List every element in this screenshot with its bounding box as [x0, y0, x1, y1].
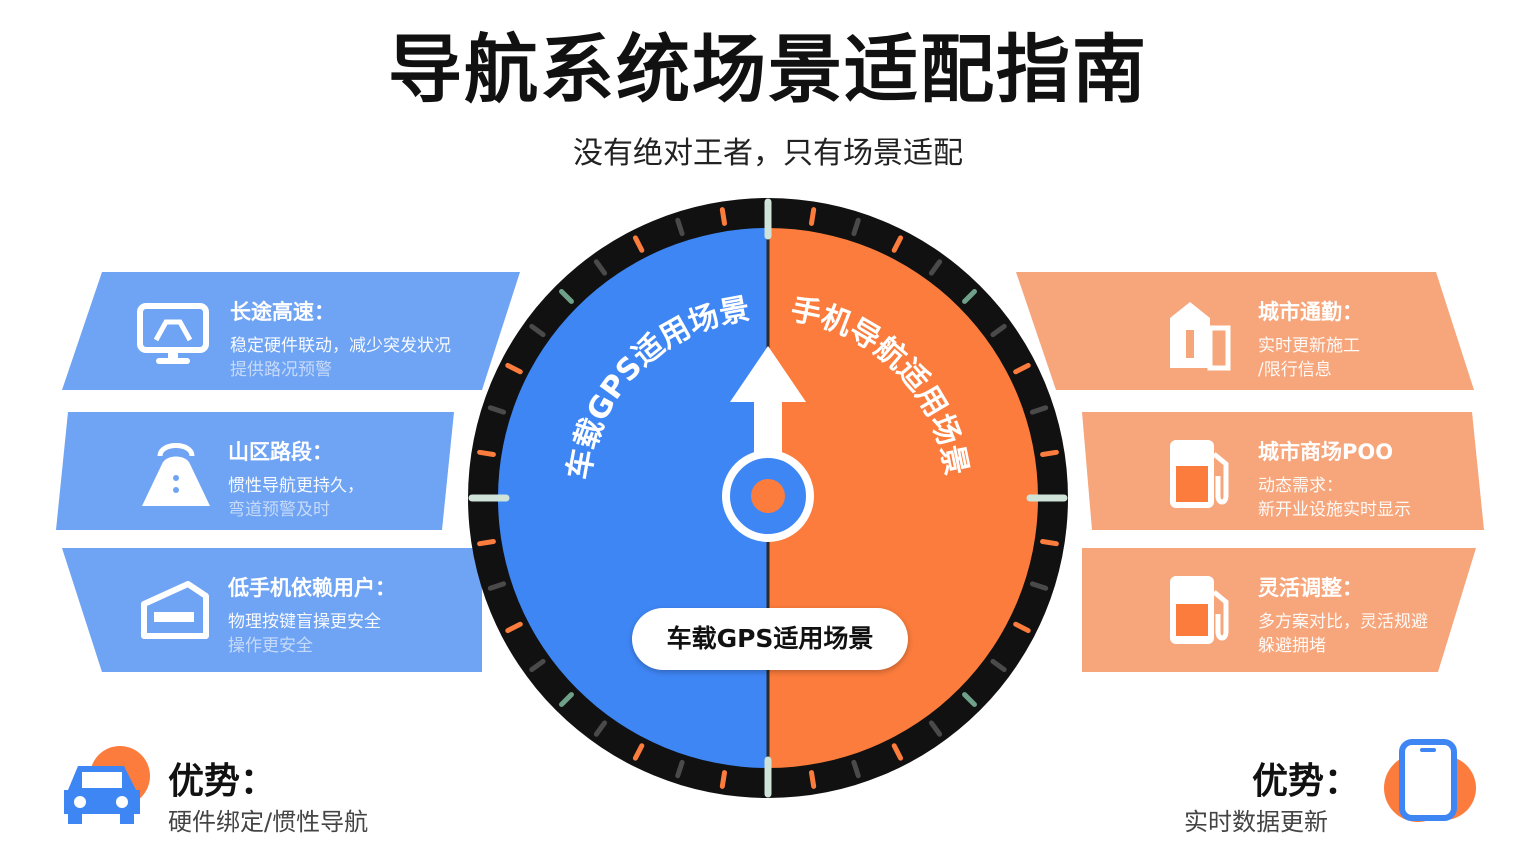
dial-hub-center: [751, 479, 785, 513]
dial-tick: [1029, 581, 1049, 591]
card-title: 山区路段：: [228, 440, 333, 464]
dial-tick: [808, 207, 817, 226]
card-title: 城市商场POO: [1258, 440, 1394, 464]
device-icon: [141, 581, 209, 639]
dial-tick: [529, 658, 546, 673]
card-mountain: 山区路段： 惯性导航更持久， 弯道预警及时: [56, 412, 454, 530]
dial-tick: [675, 217, 685, 237]
dial-tick: [1013, 362, 1031, 375]
card-title: 低手机依赖用户：: [228, 576, 396, 600]
dial-tick: [891, 743, 904, 761]
dial-tick: [593, 259, 608, 276]
fuel-pump-icon: [1170, 440, 1229, 508]
card-background: [62, 548, 482, 672]
card-line: 物理按键盲操更安全: [228, 612, 381, 632]
page-title: 导航系统场景适配指南: [388, 27, 1148, 113]
card-line: /限行信息: [1258, 360, 1332, 380]
dial-tick: [529, 323, 546, 338]
dial-tick: [593, 720, 608, 737]
dial-ticks: [468, 198, 1068, 798]
mountain-icon: [142, 443, 210, 506]
monitor-icon: [137, 303, 209, 364]
dial-tick: [851, 759, 861, 779]
card-line: 实时更新施工: [1258, 336, 1360, 356]
dial-tick: [891, 235, 904, 253]
dial-tick: [1029, 405, 1049, 415]
dial-tick: [559, 692, 574, 707]
advantage-right-heading: 优势：: [1252, 761, 1361, 802]
dial-tick: [559, 289, 574, 304]
card-title: 长途高速：: [230, 300, 335, 324]
dial-tick: [990, 658, 1007, 673]
dial-tick: [962, 692, 977, 707]
card-low-phone: 低手机依赖用户： 物理按键盲操更安全 操作更安全: [62, 548, 482, 672]
card-line: 稳定硬件联动，减少突发状况: [230, 336, 451, 356]
card-line: 动态需求：: [1258, 476, 1343, 496]
dial-tick: [719, 770, 728, 789]
card-flexible: 灵活调整： 多方案对比，灵活规避 躲避拥堵: [1082, 548, 1476, 672]
card-line: 新开业设施实时显示: [1258, 500, 1411, 520]
scenario-dial: 车载GPS适用场景 手机导航适用场景: [468, 198, 1068, 798]
card-line: 操作更安全: [228, 636, 313, 656]
advantage-left-heading: 优势：: [168, 761, 277, 802]
advantage-right-text: 实时数据更新: [1184, 808, 1328, 836]
dial-tick: [505, 621, 523, 634]
dial-tick: [632, 743, 645, 761]
dial-tick: [851, 217, 861, 237]
dial-tick: [928, 720, 943, 737]
car-icon: [64, 746, 150, 824]
dial-tick: [487, 405, 507, 415]
card-background: [1016, 272, 1474, 390]
scenario-pill[interactable]: 车载GPS适用场景: [632, 608, 908, 670]
card-line: 多方案对比，灵活规避: [1258, 612, 1428, 632]
dial-tick: [477, 449, 496, 458]
fuel-pump-icon: [1170, 576, 1229, 644]
card-title: 灵活调整：: [1258, 576, 1363, 600]
dial-tick: [719, 207, 728, 226]
dial-tick: [962, 289, 977, 304]
card-line: 提供路况预警: [230, 360, 332, 380]
building-icon: [1170, 302, 1231, 371]
card-mall: 城市商场POO 动态需求： 新开业设施实时显示: [1082, 412, 1484, 530]
dial-tick: [675, 759, 685, 779]
phone-icon: [1384, 739, 1476, 822]
advantage-left-text: 硬件绑定/惯性导航: [168, 808, 369, 836]
card-commute: 城市通勤： 实时更新施工 /限行信息: [1016, 272, 1474, 390]
dial-tick: [808, 770, 817, 789]
dial-tick: [1040, 538, 1059, 547]
dial-tick: [1013, 621, 1031, 634]
dial-tick: [632, 235, 645, 253]
card-line: 惯性导航更持久，: [228, 476, 364, 496]
card-highway: 长途高速： 稳定硬件联动，减少突发状况 提供路况预警: [62, 272, 520, 390]
dial-tick: [1040, 449, 1059, 458]
dial-tick: [928, 259, 943, 276]
card-line: 弯道预警及时: [228, 500, 330, 520]
dial-tick: [990, 323, 1007, 338]
page-subtitle: 没有绝对王者，只有场景适配: [573, 136, 963, 171]
card-title: 城市通勤：: [1258, 300, 1363, 324]
card-line: 躲避拥堵: [1258, 636, 1326, 656]
dial-tick: [487, 581, 507, 591]
dial-tick: [477, 538, 496, 547]
dial-tick: [505, 362, 523, 375]
